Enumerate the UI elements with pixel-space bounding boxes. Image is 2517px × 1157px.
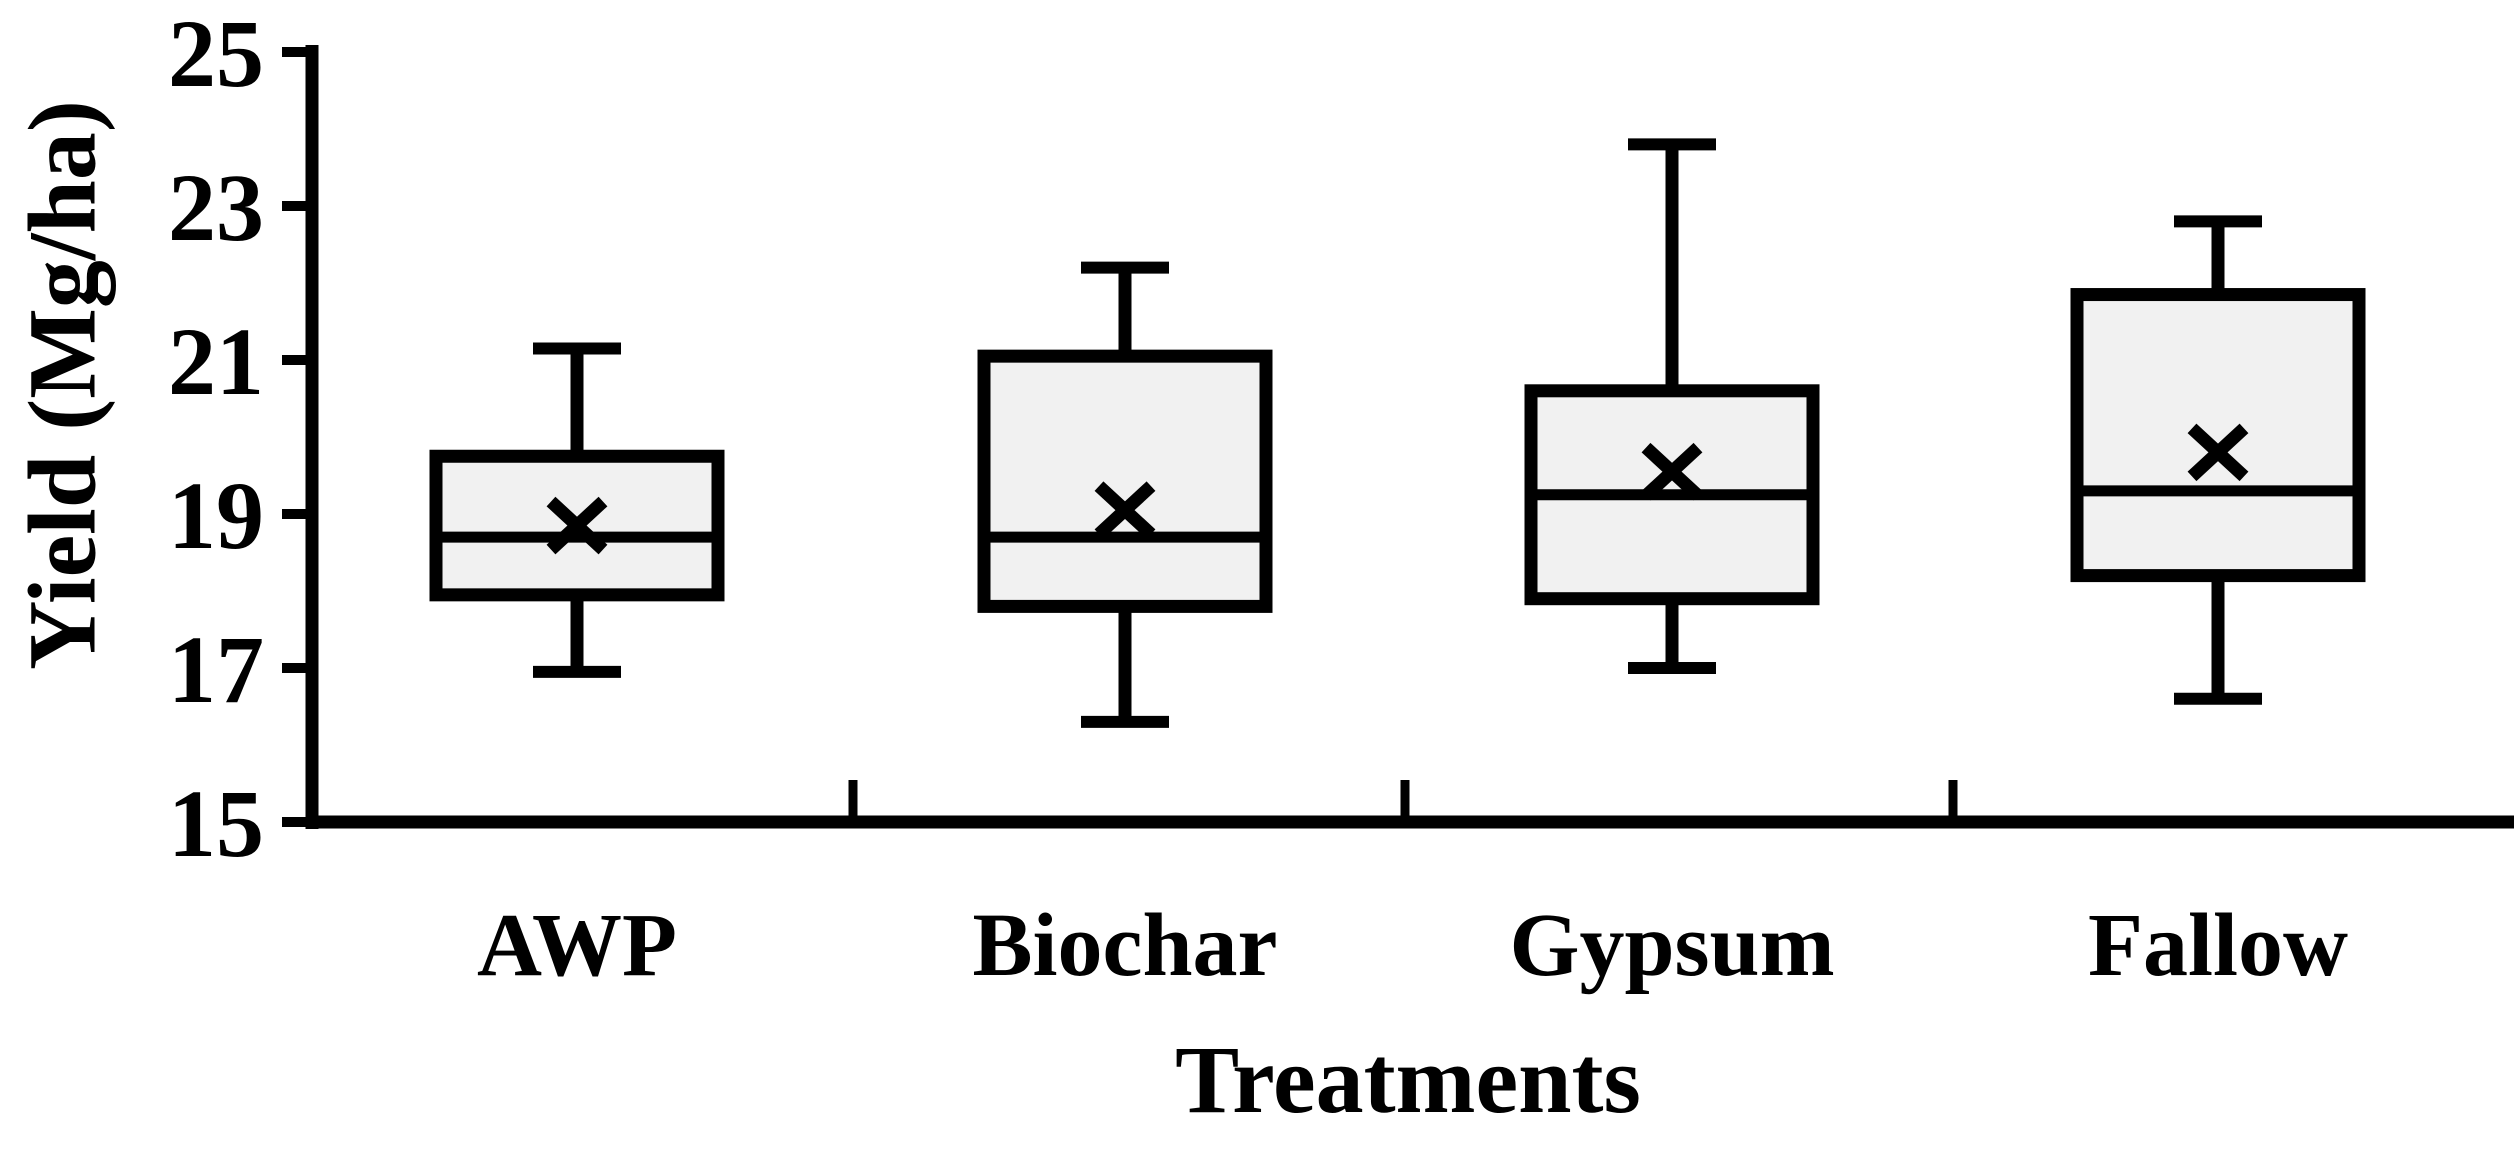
y-axis: 25 23 21 19 17 15 bbox=[168, 0, 319, 877]
box-group bbox=[1524, 138, 1820, 674]
mean-x-marker bbox=[1641, 442, 1703, 501]
box-group bbox=[2070, 215, 2366, 705]
y-tick-label: 25 bbox=[168, 0, 264, 107]
y-tick-label: 17 bbox=[168, 616, 264, 723]
category-label: Fallow bbox=[2088, 896, 2348, 995]
x-axis-title: Treatments bbox=[1175, 1026, 1641, 1133]
category-label: Biochar bbox=[973, 896, 1278, 995]
box-series bbox=[429, 138, 2366, 728]
y-axis-title: Yield (Mg/ha) bbox=[9, 100, 116, 670]
category-label: AWP bbox=[477, 896, 677, 995]
y-tick-label: 21 bbox=[168, 308, 264, 415]
y-tick-label: 15 bbox=[168, 770, 264, 877]
category-label: Gypsum bbox=[1509, 896, 1834, 995]
iqr-box bbox=[2070, 288, 2366, 583]
mean-x-marker bbox=[1094, 481, 1156, 539]
y-tick-label: 23 bbox=[168, 154, 264, 261]
x-axis: AWP Biochar Gypsum Fallow bbox=[306, 780, 2514, 995]
mean-x-marker bbox=[2187, 423, 2249, 482]
iqr-box bbox=[977, 349, 1273, 613]
y-tick-label: 19 bbox=[168, 462, 264, 569]
box-group bbox=[429, 342, 725, 678]
mean-x-marker bbox=[546, 496, 608, 555]
box-group bbox=[977, 261, 1273, 728]
